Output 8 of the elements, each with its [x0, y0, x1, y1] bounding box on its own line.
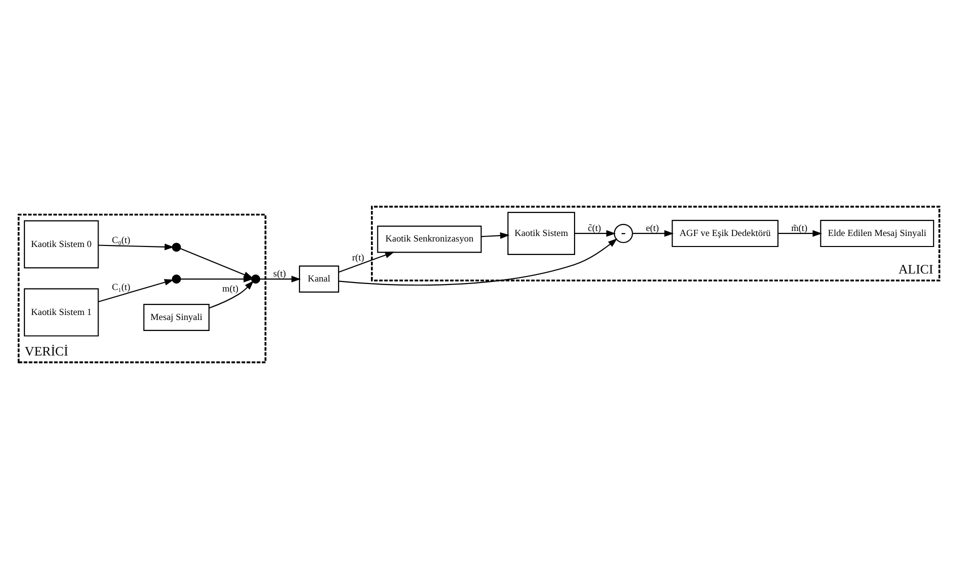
edge-label: c̃(t) [588, 223, 601, 234]
edge-label: C₁(t) [112, 282, 130, 293]
edge-label: e(t) [646, 223, 659, 234]
edge-label: C₀(t) [112, 236, 130, 246]
edge-label: r(t) [352, 253, 364, 264]
edge-label: s(t) [273, 268, 286, 279]
edge-label: m̃(t) [791, 223, 808, 234]
edge-label: m(t) [222, 284, 238, 294]
